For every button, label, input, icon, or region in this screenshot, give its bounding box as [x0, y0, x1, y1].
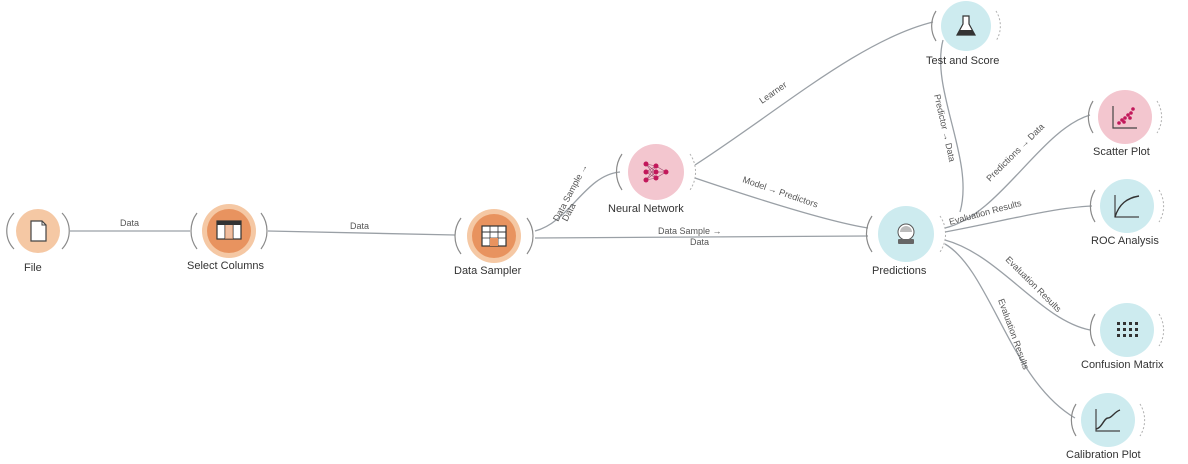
link-nn-test[interactable] — [694, 21, 934, 166]
node-select-columns[interactable]: Select Columns — [187, 204, 268, 272]
file-icon — [30, 220, 47, 242]
node-calibration-plot[interactable]: Calibration Plot — [1066, 393, 1146, 461]
link-pred-calibration[interactable] — [944, 243, 1076, 419]
node-roc-analysis[interactable]: ROC Analysis — [1089, 179, 1165, 247]
node-select-columns-label: Select Columns — [187, 260, 265, 272]
link-label-nn-test: Learner — [757, 80, 788, 106]
node-predictions-label: Predictions — [872, 265, 927, 277]
node-file-label: File — [24, 262, 42, 274]
calibration-curve-icon — [1095, 409, 1121, 432]
link-label-pred-calibration: Evaluation Results — [996, 297, 1031, 371]
data-sampler-icon — [481, 225, 507, 247]
node-test-and-score[interactable]: Test and Score — [926, 1, 1001, 67]
link-label-file-select: Data — [120, 218, 139, 228]
node-neural-network[interactable]: Neural Network — [608, 144, 696, 215]
neural-network-icon — [643, 161, 669, 183]
link-select-sampler[interactable] — [267, 230, 456, 236]
link-label-select-sampler: Data — [350, 221, 369, 231]
node-scatter-plot[interactable]: Scatter Plot — [1087, 90, 1163, 158]
link-sampler-nn[interactable] — [534, 171, 621, 232]
link-sampler-pred[interactable] — [534, 235, 869, 239]
link-pred-roc[interactable] — [944, 205, 1093, 233]
link-pred-confusion[interactable] — [944, 239, 1091, 331]
node-scatter-plot-label: Scatter Plot — [1093, 146, 1150, 158]
roc-curve-icon — [1114, 195, 1140, 218]
link-label-pred-confusion: Evaluation Results — [1004, 254, 1064, 314]
node-file[interactable]: File — [6, 209, 70, 274]
link-label-sampler-pred-2: Data — [690, 237, 709, 247]
link-label-sampler-pred-1: Data Sample → — [658, 226, 722, 236]
confusion-matrix-icon — [1117, 322, 1138, 337]
link-pred-test[interactable] — [939, 39, 964, 213]
node-calibration-plot-label: Calibration Plot — [1066, 449, 1141, 461]
link-nn-pred[interactable] — [694, 177, 869, 229]
node-neural-network-label: Neural Network — [608, 203, 684, 215]
link-label-pred-scatter: Predictions → Data — [984, 122, 1046, 184]
node-predictions[interactable]: Predictions — [865, 206, 946, 277]
flask-icon — [955, 15, 977, 36]
link-pred-scatter[interactable] — [944, 114, 1091, 229]
node-data-sampler[interactable]: Data Sampler — [454, 209, 534, 277]
node-roc-analysis-label: ROC Analysis — [1091, 235, 1159, 247]
node-data-sampler-label: Data Sampler — [454, 265, 522, 277]
node-confusion-matrix[interactable]: Confusion Matrix — [1081, 303, 1165, 371]
links-layer — [70, 21, 1093, 419]
crystal-ball-icon — [897, 223, 915, 244]
scatter-plot-icon — [1112, 106, 1137, 129]
node-confusion-matrix-label: Confusion Matrix — [1081, 359, 1164, 371]
link-label-pred-roc: Evaluation Results — [948, 198, 1023, 227]
link-label-nn-pred: Model → Predictors — [741, 174, 819, 209]
node-test-and-score-label: Test and Score — [926, 55, 999, 67]
select-columns-icon — [216, 220, 242, 240]
